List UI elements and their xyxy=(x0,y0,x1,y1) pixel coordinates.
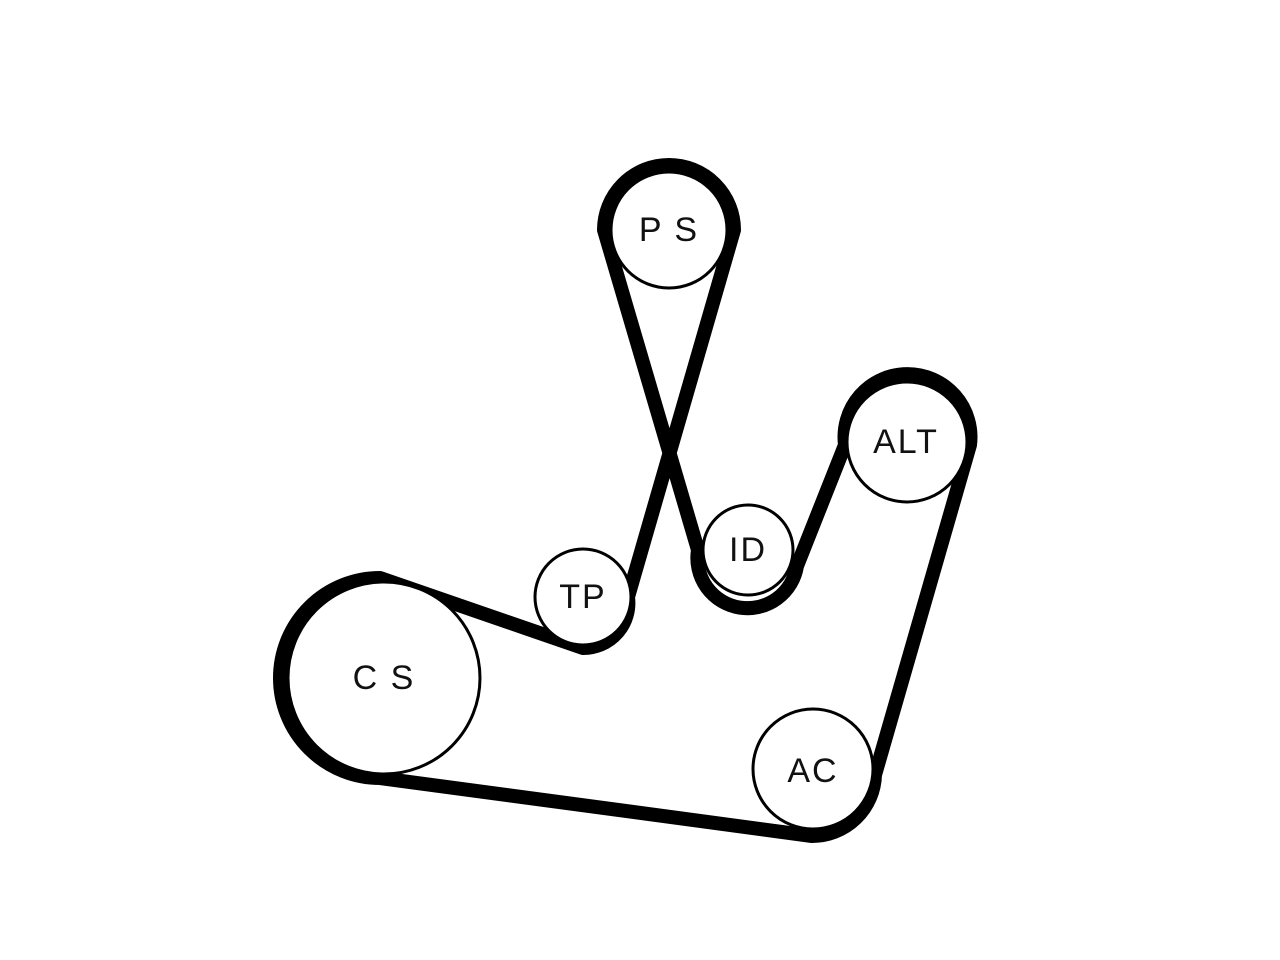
pulley-id-circle xyxy=(701,503,795,597)
drive-belt xyxy=(273,158,978,843)
pulley-tp-circle xyxy=(533,547,633,647)
pulley-alt-circle xyxy=(845,380,969,504)
pulley-cs-circle xyxy=(286,580,482,776)
pulley-ac: AC xyxy=(751,707,875,831)
pulley-ps: P S xyxy=(609,170,729,290)
pulley-alt: ALT xyxy=(845,380,969,504)
pulley-tp-label: TP xyxy=(559,578,606,616)
pulley-cs: C S xyxy=(286,580,482,776)
pulley-ac-circle xyxy=(751,707,875,831)
pulley-id: ID xyxy=(701,503,795,597)
pulley-ps-circle xyxy=(609,170,729,290)
pulley-alt-label: ALT xyxy=(873,423,939,461)
pulley-cs-label: C S xyxy=(353,659,416,697)
pulley-tp: TP xyxy=(533,547,633,647)
pulley-id-label: ID xyxy=(729,531,767,569)
pulley-ac-label: AC xyxy=(787,752,838,790)
pulley-ps-label: P S xyxy=(639,211,699,249)
